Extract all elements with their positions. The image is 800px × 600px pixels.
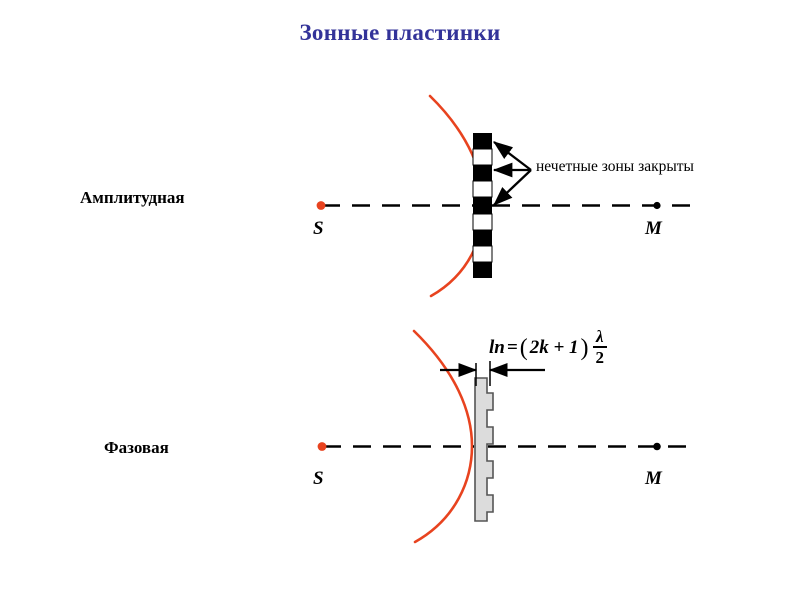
wavefront-arc-phase: [412, 329, 474, 544]
page-title: Зонные пластинки: [299, 20, 501, 45]
zone-segment-white: [472, 245, 493, 263]
leader-arrow-zone-1: [493, 141, 532, 171]
phase-zone-plate: [474, 377, 494, 522]
thickness-dimension-marker: [440, 361, 545, 386]
observation-label-amplitude: M: [645, 218, 662, 239]
formula-inner: 2k + 1: [529, 337, 579, 358]
formula-lhs: ln: [489, 337, 505, 358]
zone-segment-black: [473, 133, 492, 149]
observation-point-phase: [653, 442, 661, 451]
source-point-phase: [317, 442, 327, 451]
zone-segment-black: [473, 165, 492, 181]
amplitude-zone-plate: [472, 133, 493, 278]
formula-numerator: λ: [595, 327, 604, 346]
phase-plate-formula: ln = ( 2k + 1 ) λ 2: [489, 327, 608, 367]
zone-segment-white: [472, 180, 493, 198]
source-point-amplitude: [316, 201, 326, 210]
row-label-phase: Фазовая: [104, 438, 169, 457]
row-label-amplitude: Амплитудная: [80, 188, 185, 207]
source-label-phase: S: [313, 468, 324, 489]
annotation-leader-lines: [492, 141, 532, 206]
formula-fraction-bar: [592, 346, 608, 348]
formula-equals: =: [506, 337, 518, 358]
leader-arrow-zone-3: [493, 169, 532, 206]
phase-diagram: [317, 329, 694, 544]
formula-denominator: 2: [595, 348, 605, 367]
amplitude-diagram: [316, 94, 694, 298]
zone-segment-white: [472, 213, 493, 231]
annotation-odd-zones-closed: нечетные зоны закрыты: [536, 158, 694, 175]
zone-segment-black: [473, 230, 492, 246]
zone-segment-black: [473, 197, 492, 214]
formula-open-paren: (: [519, 334, 528, 361]
formula-close-paren: ): [580, 334, 589, 361]
zone-segment-white: [472, 148, 493, 166]
observation-point-amplitude: [653, 201, 661, 210]
observation-label-phase: M: [645, 468, 662, 489]
formula-fraction: λ 2: [592, 327, 608, 367]
zone-segment-black: [473, 262, 492, 278]
source-label-amplitude: S: [313, 218, 324, 239]
